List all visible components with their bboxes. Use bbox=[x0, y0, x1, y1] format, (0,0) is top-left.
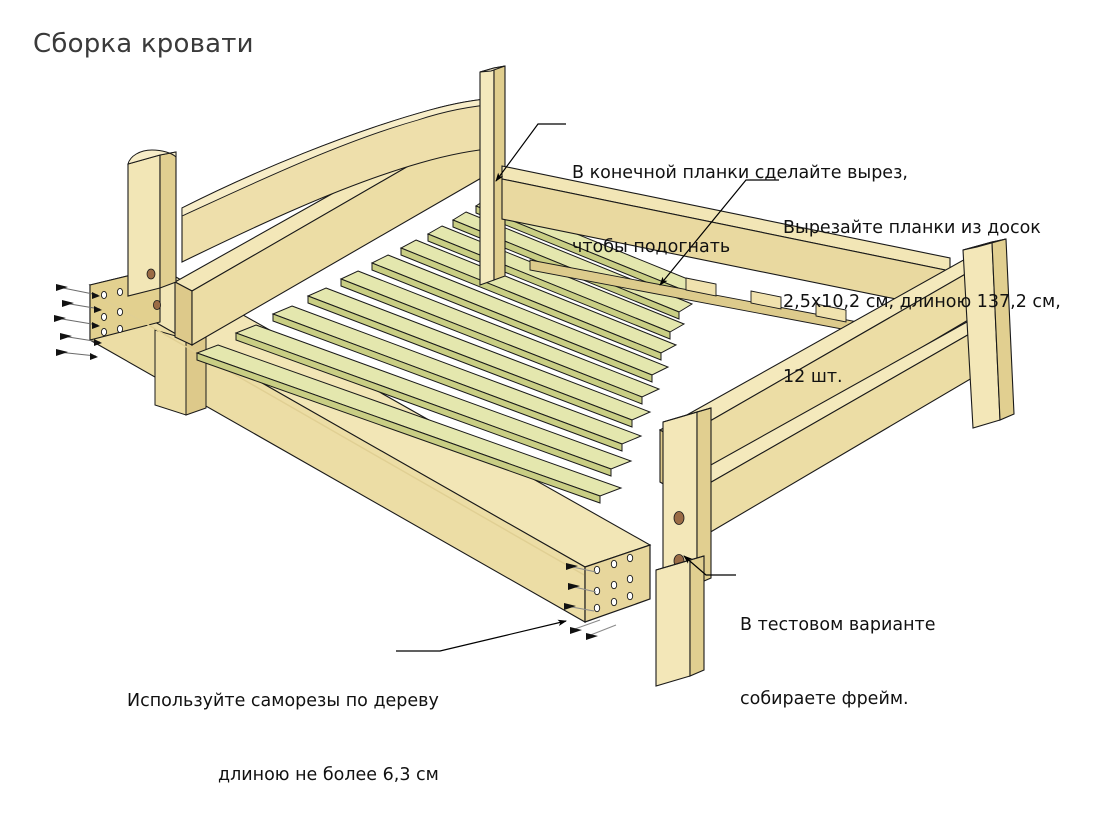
annotation-test-assembly-line-1: В тестовом варианте bbox=[740, 614, 936, 635]
annotation-test-assembly-line-2: собираете фрейм. bbox=[740, 689, 909, 710]
slat bbox=[271, 305, 643, 452]
leader-line-slat-notch bbox=[495, 123, 566, 182]
slat bbox=[234, 324, 633, 477]
slat bbox=[399, 239, 678, 361]
headboard-left-post-side bbox=[159, 151, 177, 289]
footboard-near-leg-front bbox=[655, 559, 691, 687]
screw bbox=[54, 315, 100, 329]
left-rail-leg-front bbox=[154, 329, 187, 416]
screw-group-headboard-joint bbox=[54, 284, 102, 360]
annotation-wood-screws: Используйте саморезы по дереву длиною не… bbox=[127, 639, 439, 813]
footboard-near-post-top bbox=[662, 407, 712, 423]
annotation-slat-stock: Вырезайте планки из досок 2,5х10,2 см, д… bbox=[783, 166, 1061, 414]
page-title: Сборка кровати bbox=[33, 29, 254, 60]
annotation-slat-notch-line-2: чтобы подогнать bbox=[572, 237, 731, 258]
headboard-right-post-front bbox=[479, 67, 495, 286]
footboard-near-leg-side bbox=[689, 555, 705, 677]
leader-line-wood-screws bbox=[396, 619, 567, 652]
screw bbox=[62, 300, 102, 313]
screw-group-footboard-joint bbox=[564, 563, 617, 640]
slat bbox=[195, 344, 623, 504]
leader-lines bbox=[396, 123, 779, 652]
leader-line-test-assembly bbox=[683, 555, 736, 576]
annotation-slat-notch-line-1: В конечной планки сделайте вырез, bbox=[572, 162, 908, 183]
left-rail-pilot-holes bbox=[100, 287, 124, 337]
headboard-lower-rail-end bbox=[174, 281, 193, 346]
slat bbox=[339, 270, 661, 405]
cleat-blocks bbox=[685, 277, 847, 323]
annotation-slat-notch: В конечной планки сделайте вырез, чтобы … bbox=[572, 111, 908, 285]
bed-frame-3d bbox=[54, 65, 1015, 687]
screw bbox=[56, 284, 100, 299]
annotation-slat-stock-line-3: 12 шт. bbox=[783, 366, 843, 387]
slat-deck bbox=[195, 197, 702, 504]
slat bbox=[370, 254, 670, 383]
dowel-hole bbox=[152, 299, 161, 310]
footboard bbox=[655, 238, 1015, 687]
slat bbox=[306, 287, 652, 428]
footboard-far-post-top bbox=[962, 238, 1007, 251]
left-rail-leg-side bbox=[185, 332, 207, 416]
left-rail-highlight bbox=[95, 294, 587, 577]
annotation-slat-stock-line-2: 2,5х10,2 см, длиною 137,2 см, bbox=[783, 292, 1061, 313]
annotation-wood-screws-line-2: длиною не более 6,3 см bbox=[217, 765, 439, 786]
annotation-test-assembly: В тестовом варианте собираете фрейм. bbox=[740, 563, 935, 737]
annotation-wood-screws-line-1: Используйте саморезы по дереву bbox=[127, 690, 439, 711]
rail-end-face bbox=[584, 544, 651, 623]
dowel-hole bbox=[146, 268, 156, 280]
screw bbox=[60, 333, 102, 346]
headboard bbox=[127, 65, 506, 346]
annotation-slat-stock-line-1: Вырезайте планки из досок bbox=[783, 217, 1041, 238]
headboard-right-post-top bbox=[479, 65, 506, 73]
headboard-left-post-top bbox=[127, 149, 177, 165]
side-rail-end-detail bbox=[564, 544, 651, 640]
dowel-hole bbox=[673, 511, 685, 525]
screw bbox=[56, 349, 98, 360]
rail-end-pilot-holes bbox=[593, 553, 634, 613]
right-side-rail bbox=[501, 165, 951, 341]
leader-line-slat-stock bbox=[659, 179, 779, 286]
